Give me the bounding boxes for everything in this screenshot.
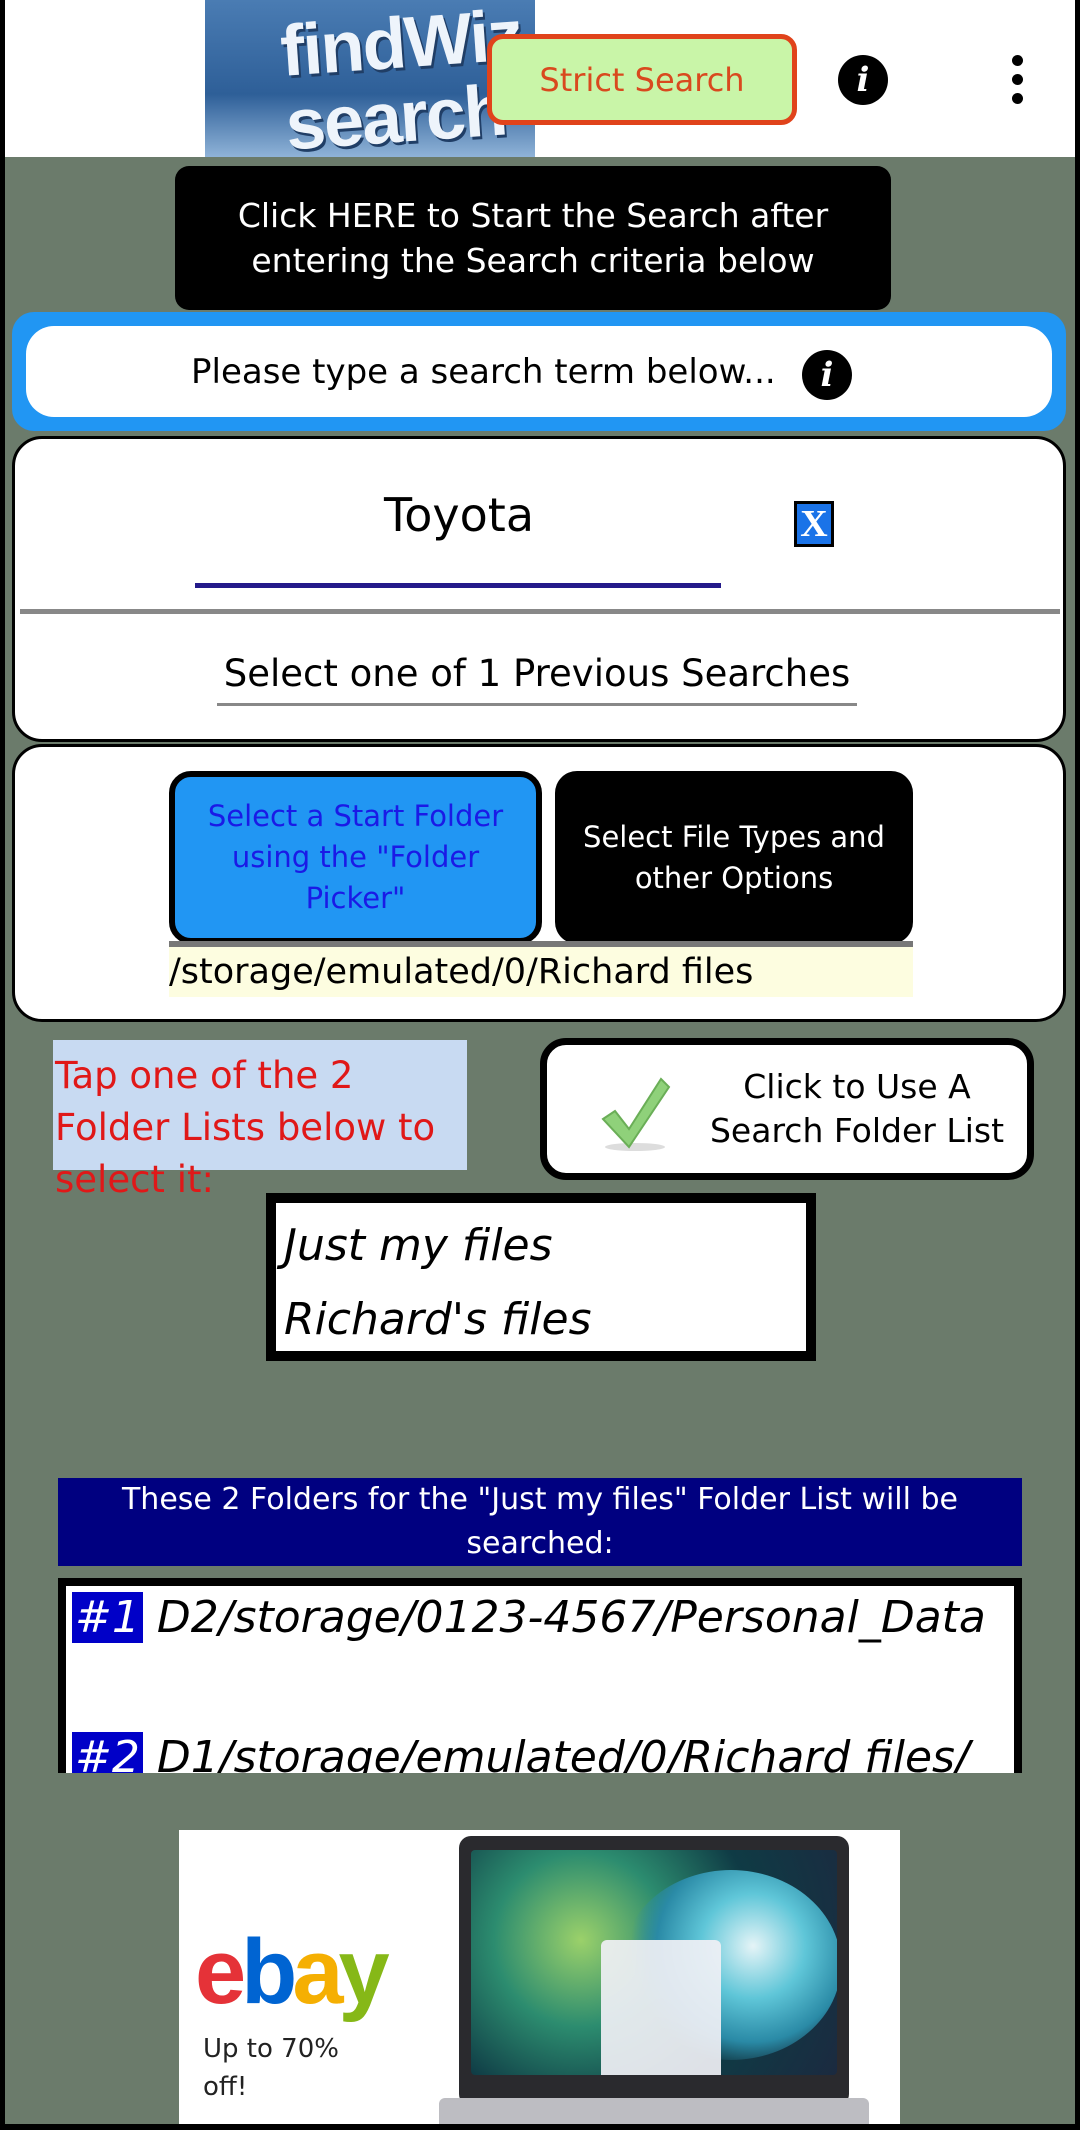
overflow-menu-icon[interactable]: [1008, 55, 1028, 105]
folder-number-badge: #2: [72, 1732, 143, 1773]
search-prompt-inner: Please type a search term below... i: [26, 326, 1052, 417]
frame-bottom-border: [0, 2124, 1080, 2130]
searched-folders-list[interactable]: #1 D2/storage/0123-4567/Personal_Data #2…: [58, 1578, 1022, 1773]
frame-right-border: [1075, 0, 1080, 2130]
list-item: #2 D1/storage/emulated/0/Richard files/: [72, 1732, 970, 1773]
folder-number-badge: #1: [72, 1592, 143, 1643]
divider: [20, 609, 1060, 614]
list-item: #1 D2/storage/0123-4567/Personal_Data: [72, 1592, 986, 1643]
previous-searches-dropdown[interactable]: Select one of 1 Previous Searches: [217, 649, 857, 706]
folder-path-text: D2/storage/0123-4567/Personal_Data: [156, 1592, 986, 1643]
checkmark-icon: [601, 1077, 671, 1151]
app-top-bar: findWiz search Strict Search i: [0, 0, 1080, 157]
search-term-underline: [195, 583, 721, 588]
prompt-info-icon[interactable]: i: [802, 350, 852, 400]
ad-promo-text: Up to 70% off!: [203, 2034, 339, 2102]
frame-left-border: [0, 0, 5, 2130]
divider: [169, 941, 913, 947]
search-term-card: X Select one of 1 Previous Searches: [12, 436, 1066, 742]
folder-lists-instruction: Tap one of the 2 Folder Lists below to s…: [53, 1040, 467, 1201]
start-folder-path: /storage/emulated/0/Richard files: [169, 947, 913, 997]
strict-search-button[interactable]: Strict Search: [487, 34, 797, 125]
folder-path-text: D1/storage/emulated/0/Richard files/: [156, 1732, 970, 1773]
folder-list-item[interactable]: Richard's files: [284, 1294, 592, 1345]
app-logo: findWiz search: [205, 0, 535, 157]
searched-folders-header: These 2 Folders for the "Just my files" …: [58, 1478, 1022, 1566]
use-folder-list-button[interactable]: Click to Use A Search Folder List: [540, 1038, 1034, 1180]
ebay-logo: ebay: [195, 1921, 390, 2023]
search-term-input[interactable]: [195, 479, 723, 551]
search-prompt-text: Please type a search term below...: [191, 351, 776, 392]
file-types-options-button[interactable]: Select File Types and other Options: [555, 771, 913, 944]
info-icon[interactable]: i: [838, 55, 888, 105]
ad-banner[interactable]: ebay Up to 70% off!: [179, 1830, 900, 2130]
start-folder-card: Select a Start Folder using the "Folder …: [12, 744, 1066, 1022]
folder-picker-button[interactable]: Select a Start Folder using the "Folder …: [169, 771, 542, 944]
laptop-image: [439, 1836, 879, 2130]
folder-list-item[interactable]: Just my files: [284, 1220, 553, 1271]
use-folder-list-label: Click to Use A Search Folder List: [709, 1067, 1005, 1150]
folder-lists-box: Just my files Richard's files: [266, 1193, 816, 1361]
search-prompt-bar: Please type a search term below... i: [12, 312, 1066, 431]
clear-search-icon[interactable]: X: [794, 501, 834, 547]
start-search-button[interactable]: Click HERE to Start the Search after ent…: [175, 166, 891, 310]
